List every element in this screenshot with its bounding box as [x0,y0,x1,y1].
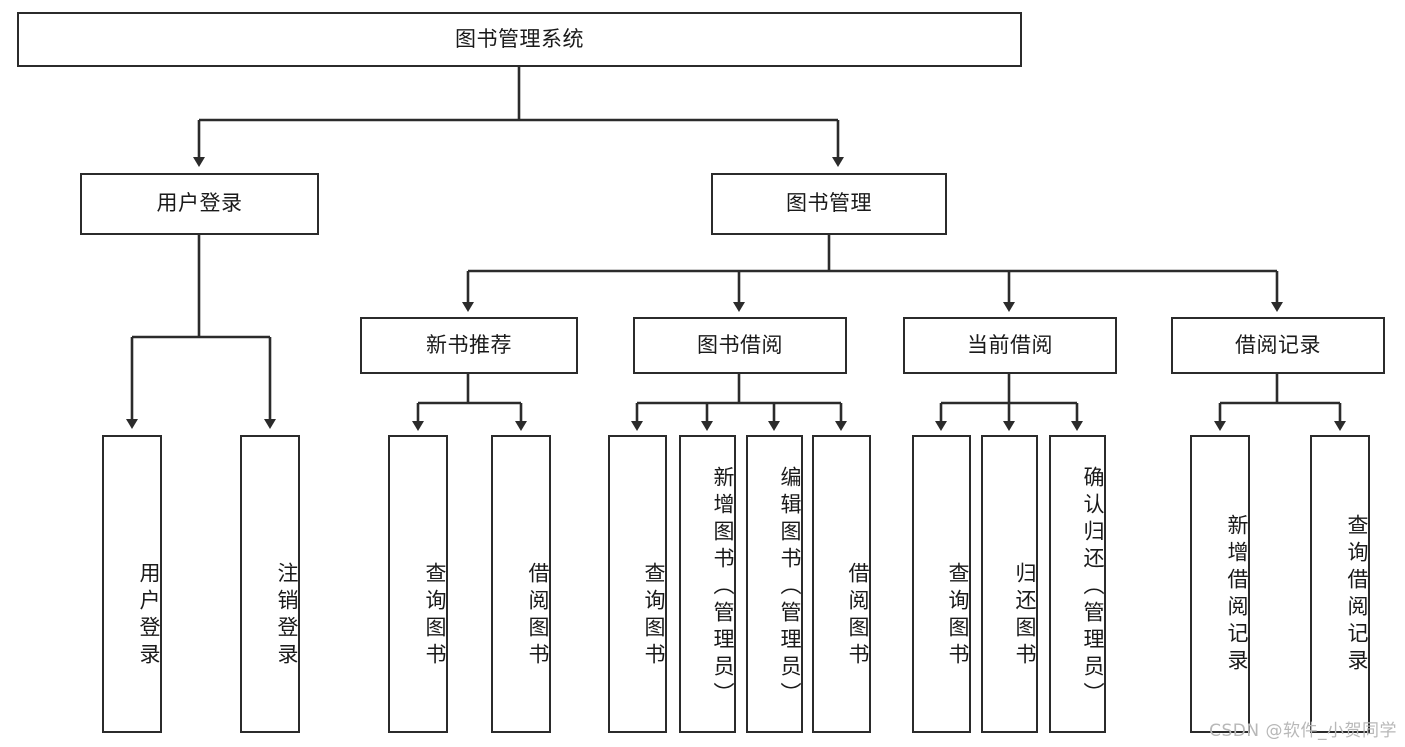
node-leaf-borrow-book-1-label: 借阅图书 [526,562,550,670]
node-leaf-add-record[interactable]: 新增借阅记录 [1190,435,1250,733]
node-leaf-edit-book-label: 编辑图书（管理员） [778,465,802,709]
node-book-borrow-label: 图书借阅 [697,332,783,357]
node-leaf-query-book-3[interactable]: 查询图书 [912,435,971,733]
node-leaf-query-book-2-label: 查询图书 [642,562,666,670]
node-leaf-add-book-label: 新增图书（管理员） [711,465,735,709]
node-leaf-user-logout[interactable]: 注销登录 [240,435,300,733]
node-leaf-confirm-return[interactable]: 确认归还（管理员） [1049,435,1106,733]
node-book-management-label: 图书管理 [786,191,872,216]
node-current-borrow[interactable]: 当前借阅 [903,317,1117,374]
node-new-book-recommend-label: 新书推荐 [426,332,512,357]
node-leaf-add-book[interactable]: 新增图书（管理员） [679,435,736,733]
node-leaf-borrow-book-2-label: 借阅图书 [846,562,870,670]
node-leaf-borrow-book-1[interactable]: 借阅图书 [491,435,551,733]
node-leaf-user-logout-label: 注销登录 [275,562,299,670]
node-leaf-user-login-label: 用户登录 [137,562,161,670]
node-root[interactable]: 图书管理系统 [17,12,1022,67]
node-leaf-query-book-2[interactable]: 查询图书 [608,435,667,733]
node-leaf-return-book-label: 归还图书 [1013,562,1037,670]
node-leaf-edit-book[interactable]: 编辑图书（管理员） [746,435,803,733]
node-borrow-record[interactable]: 借阅记录 [1171,317,1385,374]
node-leaf-add-record-label: 新增借阅记录 [1225,514,1249,676]
node-book-management[interactable]: 图书管理 [711,173,947,235]
node-leaf-query-book-1[interactable]: 查询图书 [388,435,448,733]
node-root-label: 图书管理系统 [455,26,584,51]
node-current-borrow-label: 当前借阅 [967,332,1053,357]
node-leaf-query-book-3-label: 查询图书 [946,562,970,670]
node-leaf-confirm-return-label: 确认归还（管理员） [1081,465,1105,709]
node-leaf-user-login[interactable]: 用户登录 [102,435,162,733]
node-leaf-return-book[interactable]: 归还图书 [981,435,1038,733]
node-borrow-record-label: 借阅记录 [1235,332,1321,357]
node-new-book-recommend[interactable]: 新书推荐 [360,317,578,374]
node-leaf-query-record-label: 查询借阅记录 [1345,514,1369,676]
node-leaf-query-book-1-label: 查询图书 [423,562,447,670]
node-user-login-label: 用户登录 [156,191,243,216]
node-user-login[interactable]: 用户登录 [80,173,319,235]
node-leaf-borrow-book-2[interactable]: 借阅图书 [812,435,871,733]
node-book-borrow[interactable]: 图书借阅 [633,317,847,374]
node-leaf-query-record[interactable]: 查询借阅记录 [1310,435,1370,733]
